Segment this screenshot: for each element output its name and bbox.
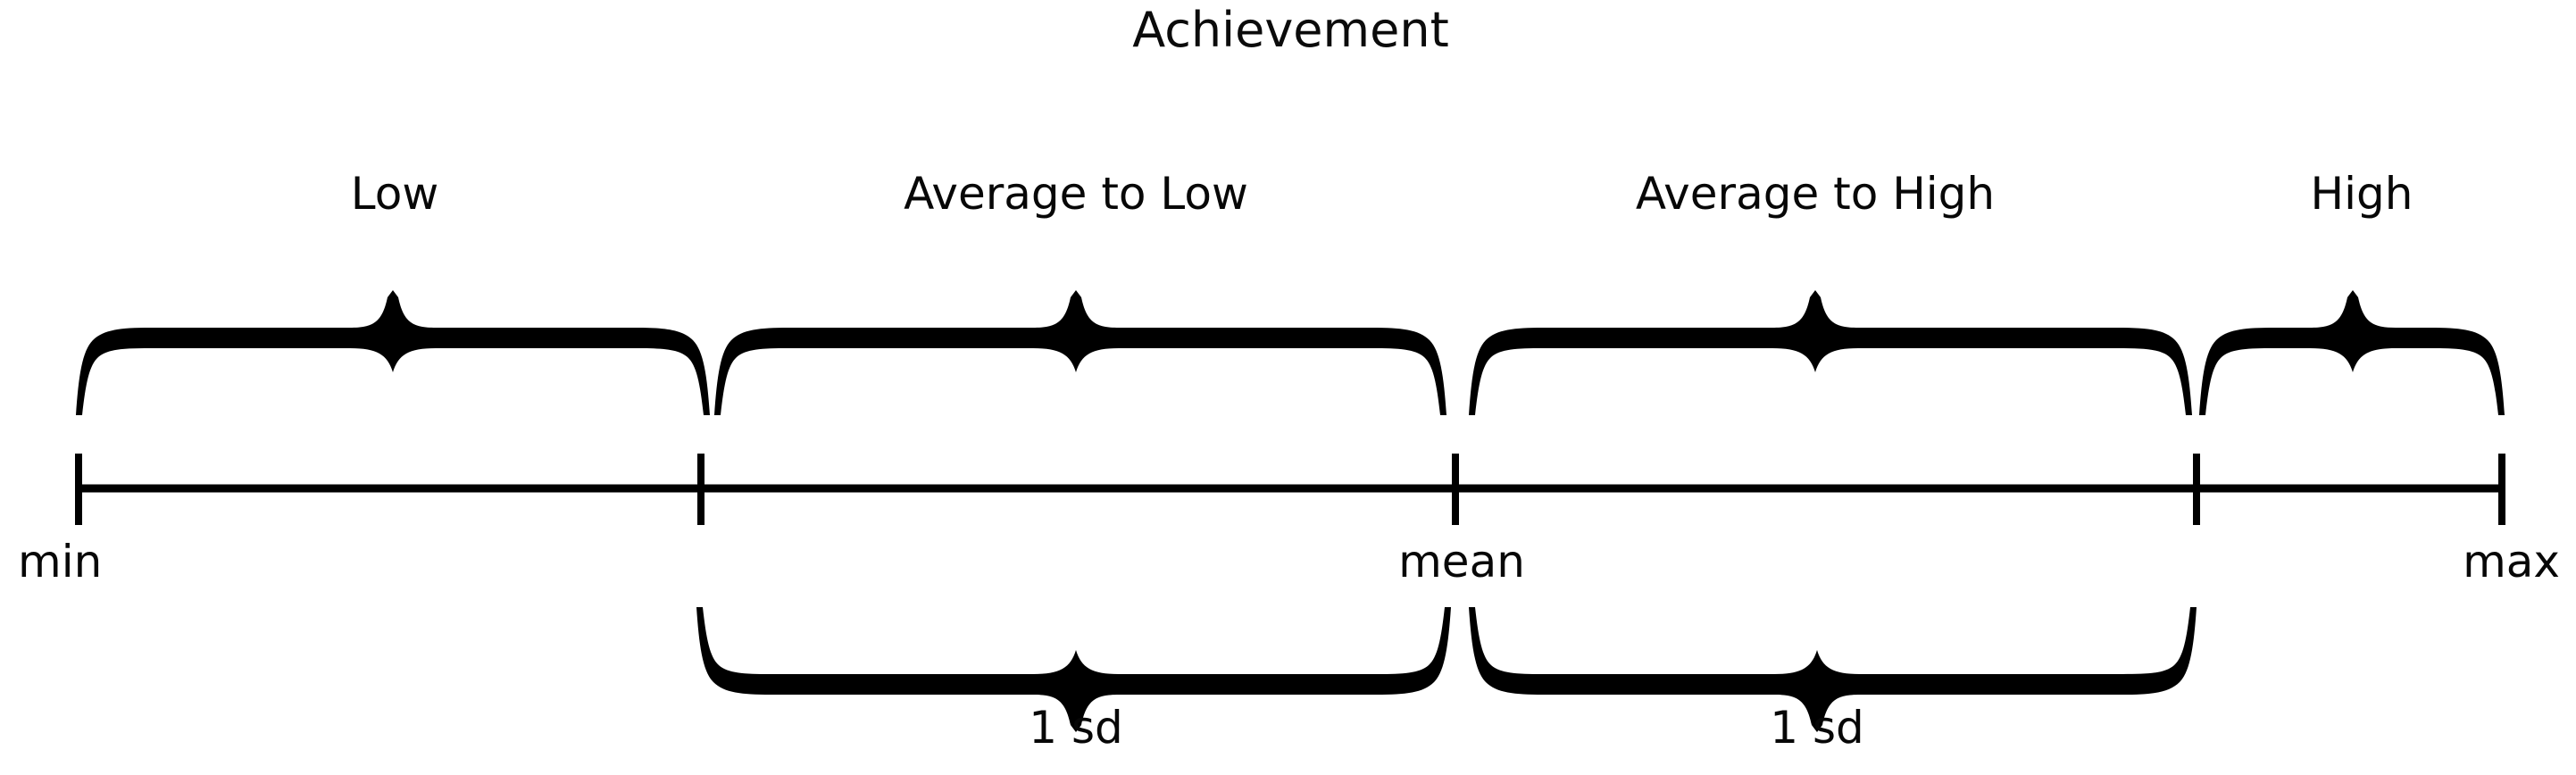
category-label-average-to-high: Average to High: [1635, 168, 1996, 220]
category-label-low: Low: [350, 168, 439, 220]
sd-label-left: 1 sd: [1029, 702, 1123, 754]
number-line: [75, 454, 2505, 525]
brace-average-to-low: [714, 290, 1446, 415]
axis-label-min: min: [18, 536, 103, 588]
brace-average-to-high: [1469, 290, 2192, 415]
axis-label-mean: mean: [1398, 536, 1525, 588]
brace-sd-left: [696, 607, 1451, 732]
bottom-braces-group: [696, 607, 2197, 732]
top-braces-group: [76, 290, 2505, 415]
axis-label-max: max: [2463, 536, 2560, 588]
page-title-text: Achievement: [1132, 2, 1449, 58]
brace-low: [76, 290, 710, 415]
category-label-high: High: [2310, 168, 2413, 220]
category-label-average-to-low: Average to Low: [904, 168, 1248, 220]
sd-label-right: 1 sd: [1770, 702, 1864, 754]
brace-high: [2199, 290, 2505, 415]
page-title: Achievement: [0, 4, 2576, 57]
